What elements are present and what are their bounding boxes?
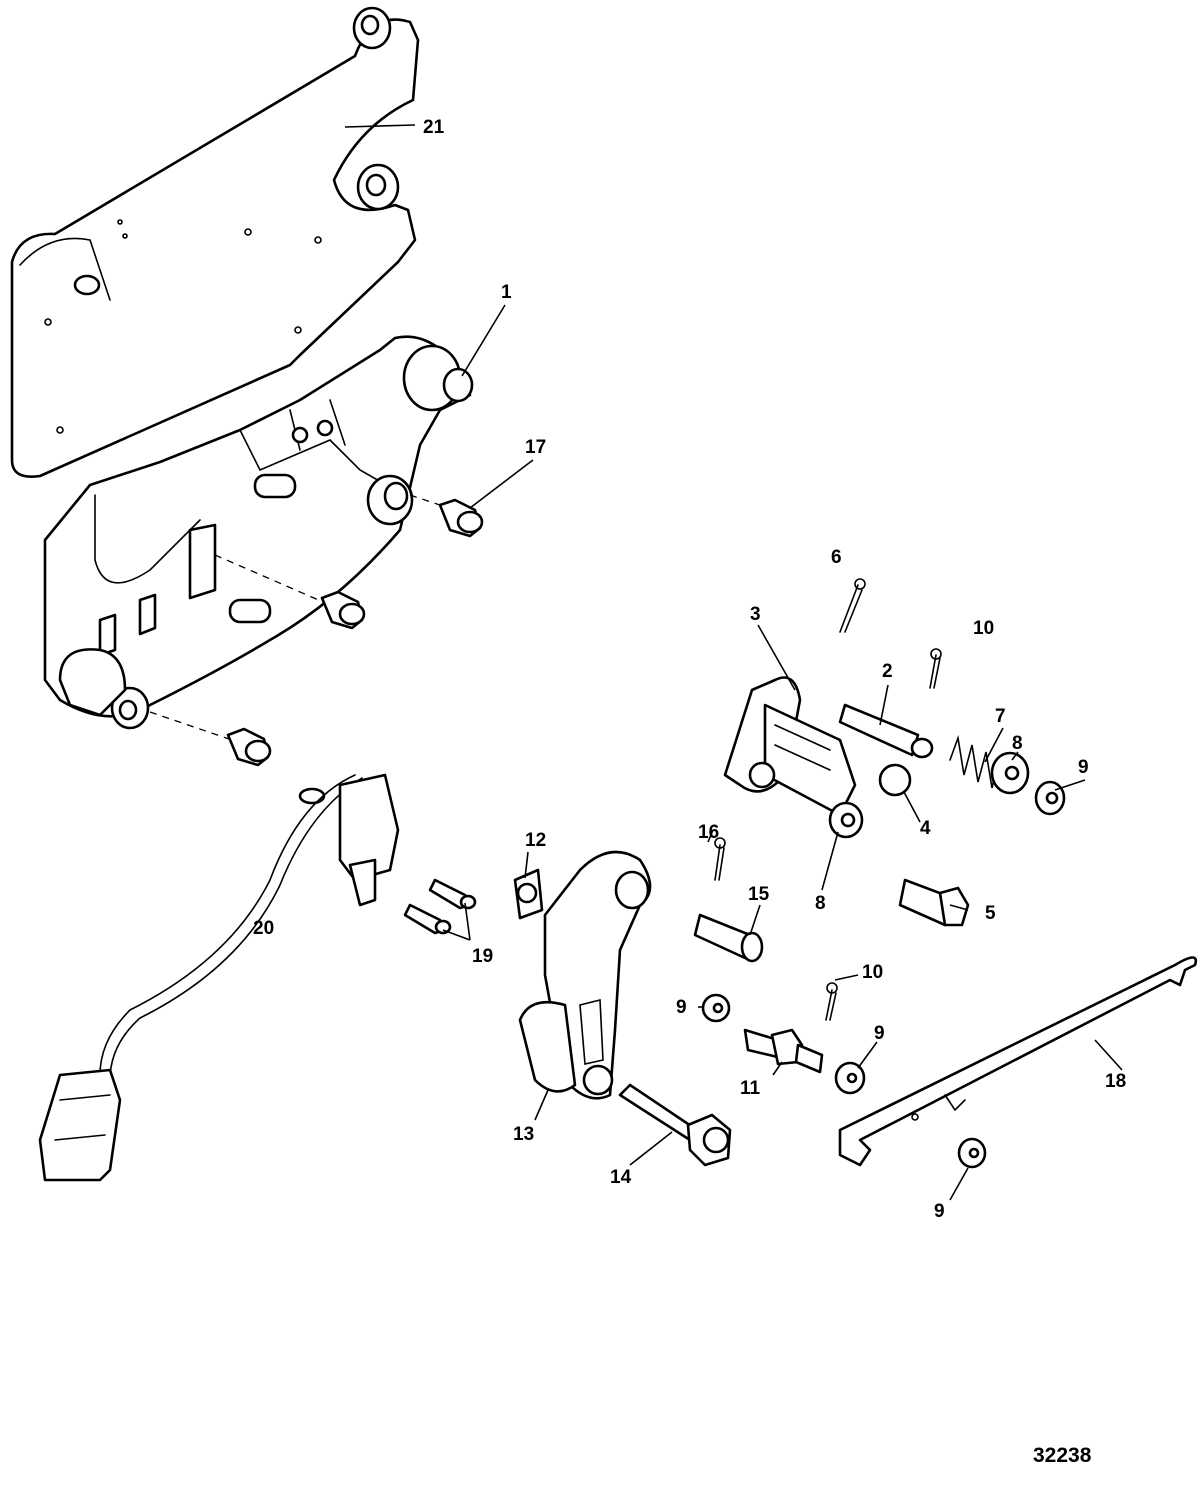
shift-bracket-1: [43, 335, 474, 730]
leader-lines: [344, 124, 1123, 1201]
callout-2: 2: [882, 661, 893, 682]
detent-arm-3: [723, 676, 857, 817]
pin-15: [693, 913, 764, 963]
callout-3: 3: [750, 604, 761, 625]
shift-lever-13: [518, 850, 652, 1100]
bolts-17: [149, 494, 484, 767]
bolt-14: [618, 1083, 732, 1167]
cotter-pins: [714, 578, 942, 1021]
callout-15: 15: [748, 884, 770, 905]
callout-16: 16: [698, 822, 719, 843]
callout-9-upper: 9: [1078, 757, 1089, 778]
stud-11: [743, 1028, 824, 1074]
callout-10-lower: 10: [862, 962, 883, 983]
screws-19: [403, 878, 477, 935]
callout-18: 18: [1105, 1071, 1126, 1092]
callout-11: 11: [740, 1078, 761, 1099]
callout-6: 6: [831, 547, 842, 568]
mounting-plate-21: [10, 6, 420, 478]
callout-4: 4: [920, 818, 931, 839]
callout-5: 5: [985, 903, 996, 924]
bolt-5: [898, 878, 970, 927]
callout-9-right: 9: [874, 1023, 885, 1044]
callout-labels: 21 1 17 6 10 3 2 7 8 9 4 16 12 8 5 15 20…: [253, 117, 1126, 1467]
callout-8-upper: 8: [1012, 733, 1023, 754]
callout-21: 21: [423, 117, 445, 138]
shift-link-18: [838, 956, 1198, 1167]
callout-8-lower: 8: [815, 893, 826, 914]
stud-plate-12: [513, 868, 544, 920]
spring-and-washers: [701, 734, 1066, 1169]
callout-20: 20: [253, 918, 274, 939]
sensor-harness-20: [38, 773, 400, 1182]
callout-12: 12: [525, 830, 546, 851]
figure-number: 32238: [1033, 1444, 1092, 1467]
callout-14: 14: [610, 1167, 632, 1188]
callout-9-bottom: 9: [934, 1201, 945, 1222]
pin-2: [838, 703, 934, 759]
callout-9-middle: 9: [676, 997, 687, 1018]
callout-7: 7: [995, 706, 1006, 727]
callout-19: 19: [472, 946, 493, 967]
callout-10-upper: 10: [973, 618, 994, 639]
callout-17: 17: [525, 437, 546, 458]
callout-1: 1: [501, 282, 512, 303]
callout-13: 13: [513, 1124, 534, 1145]
